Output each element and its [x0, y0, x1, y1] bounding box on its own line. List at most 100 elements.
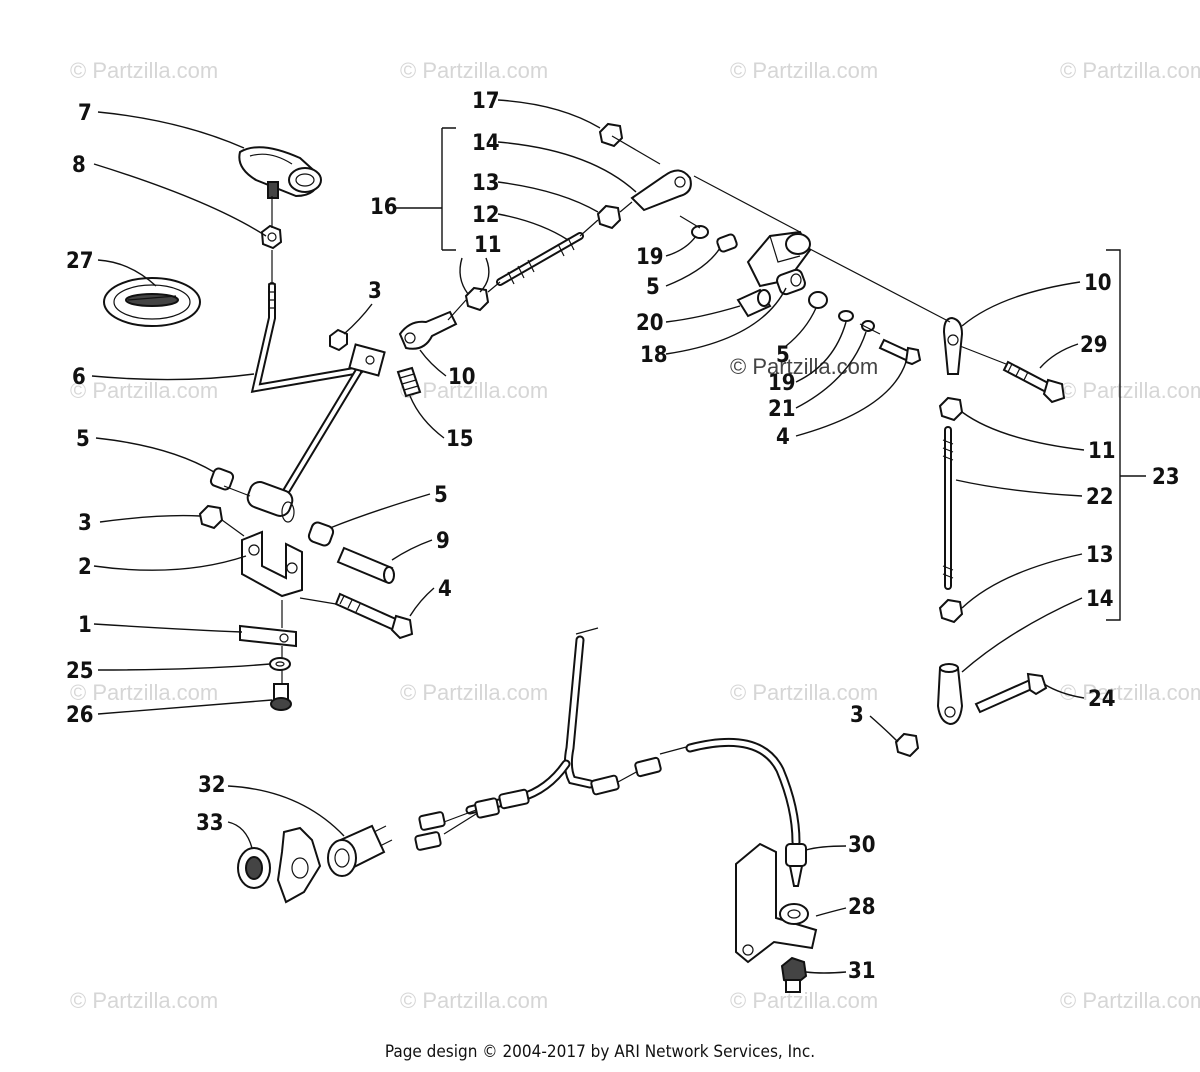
callout-label-5[interactable]: 5 — [646, 275, 660, 300]
bolt-4a-part[interactable] — [334, 592, 414, 640]
spacer-5a-part[interactable] — [209, 467, 235, 491]
ball-joint-top-part[interactable] — [630, 169, 692, 212]
callout-label-17[interactable]: 17 — [472, 89, 500, 114]
throttle-grip-part[interactable] — [238, 146, 322, 199]
bolt-4b-part[interactable] — [878, 338, 922, 366]
leader-line-13 — [961, 553, 1083, 609]
callout-label-4[interactable]: 4 — [776, 425, 790, 450]
spacer-5d-part[interactable] — [808, 291, 828, 309]
ball-joint-bottom-part[interactable] — [936, 663, 964, 726]
leader-line-7 — [97, 111, 245, 149]
handle-nut-part[interactable] — [260, 224, 283, 250]
callout-label-18[interactable]: 18 — [640, 343, 668, 368]
callout-label-28[interactable]: 28 — [848, 895, 876, 920]
kill-switch-harness-part[interactable] — [414, 627, 662, 851]
spacer-5c-part[interactable] — [716, 233, 738, 253]
leader-line-12 — [497, 213, 569, 241]
upper-rod-nut-part[interactable] — [464, 286, 490, 312]
callout-label-5[interactable]: 5 — [776, 343, 790, 368]
switch-32-part[interactable] — [327, 824, 393, 877]
grommet-part[interactable] — [103, 277, 201, 327]
nut-31-part[interactable] — [780, 956, 808, 993]
watermark-text: © Partzilla.com — [1060, 378, 1200, 403]
callout-label-10[interactable]: 10 — [448, 365, 476, 390]
callout-label-12[interactable]: 12 — [472, 203, 500, 228]
mounting-bracket-2-part[interactable] — [241, 530, 303, 598]
callout-label-19[interactable]: 19 — [636, 245, 664, 270]
switch-nut-33-part[interactable] — [237, 826, 322, 904]
callout-label-33[interactable]: 33 — [196, 811, 224, 836]
callout-label-19[interactable]: 19 — [768, 371, 796, 396]
ball-joint-left-part[interactable] — [398, 310, 458, 350]
callout-label-22[interactable]: 22 — [1086, 485, 1114, 510]
ball-joint-right-part[interactable] — [942, 316, 964, 375]
callout-label-13[interactable]: 13 — [472, 171, 500, 196]
callout-label-1[interactable]: 1 — [78, 613, 92, 638]
callout-label-16[interactable]: 16 — [370, 195, 398, 220]
lower-jam-nut-part[interactable] — [938, 598, 964, 624]
callout-label-24[interactable]: 24 — [1088, 687, 1116, 712]
right-rod-nut-part[interactable] — [938, 396, 964, 422]
callout-label-3[interactable]: 3 — [368, 279, 382, 304]
washer-21-part[interactable] — [861, 320, 875, 332]
lever-nut-part[interactable] — [329, 328, 348, 352]
callout-label-11[interactable]: 11 — [1088, 439, 1116, 464]
bolt-24-part[interactable] — [974, 672, 1048, 714]
callout-label-27[interactable]: 27 — [66, 249, 94, 274]
callout-label-31[interactable]: 31 — [848, 959, 876, 984]
callout-label-8[interactable]: 8 — [72, 153, 86, 178]
callout-label-21[interactable]: 21 — [768, 397, 796, 422]
callout-label-14[interactable]: 14 — [1086, 587, 1114, 612]
leader-line-18 — [665, 287, 787, 355]
leader-line-19 — [795, 321, 847, 383]
bellcrank-bracket-part[interactable] — [746, 230, 812, 288]
callout-label-23[interactable]: 23 — [1152, 465, 1180, 490]
bolt-29-part[interactable] — [1002, 360, 1066, 404]
leader-line-16 — [396, 127, 456, 251]
leader-line-4 — [409, 587, 435, 617]
callout-label-2[interactable]: 2 — [78, 555, 92, 580]
callout-label-3[interactable]: 3 — [78, 511, 92, 536]
callout-label-13[interactable]: 13 — [1086, 543, 1114, 568]
callout-label-7[interactable]: 7 — [78, 101, 92, 126]
callout-label-3[interactable]: 3 — [850, 703, 864, 728]
callout-label-20[interactable]: 20 — [636, 311, 664, 336]
callout-label-32[interactable]: 32 — [198, 773, 226, 798]
callout-label-26[interactable]: 26 — [66, 703, 94, 728]
callout-label-10[interactable]: 10 — [1084, 271, 1112, 296]
nut-3c-part[interactable] — [894, 732, 920, 758]
pivot-pin-9-part[interactable] — [336, 546, 395, 584]
screw-26-part[interactable] — [270, 683, 292, 711]
mount-plate-1-part[interactable] — [239, 624, 297, 648]
lever-screw-part[interactable] — [396, 366, 422, 398]
callout-label-11[interactable]: 11 — [474, 233, 502, 258]
lock-washer-25-part[interactable] — [269, 657, 291, 671]
callout-label-5[interactable]: 5 — [434, 483, 448, 508]
callout-label-15[interactable]: 15 — [446, 427, 474, 452]
nut-3b-part[interactable] — [198, 504, 224, 530]
throttle-lever-rod-part[interactable] — [250, 282, 386, 512]
bracket-28-part[interactable] — [735, 842, 818, 964]
callout-label-6[interactable]: 6 — [72, 365, 86, 390]
leader-line-3 — [869, 715, 899, 743]
upper-jam-nut-part[interactable] — [596, 204, 622, 230]
callout-label-29[interactable]: 29 — [1080, 333, 1108, 358]
upper-threaded-rod-part[interactable] — [496, 232, 584, 286]
bushing-20-part[interactable] — [736, 288, 772, 318]
callout-label-9[interactable]: 9 — [436, 529, 450, 554]
washer-19a-part[interactable] — [691, 225, 709, 239]
leader-line-26 — [97, 699, 273, 715]
callout-label-25[interactable]: 25 — [66, 659, 94, 684]
callout-label-30[interactable]: 30 — [848, 833, 876, 858]
callout-label-14[interactable]: 14 — [472, 131, 500, 156]
leader-line-14 — [497, 141, 637, 193]
callout-label-4[interactable]: 4 — [438, 577, 452, 602]
cable-30-part[interactable] — [659, 737, 807, 887]
pivot-bushing-18-part[interactable] — [775, 268, 806, 296]
washer-19b-part[interactable] — [838, 310, 854, 322]
callout-label-5[interactable]: 5 — [76, 427, 90, 452]
vertical-rod-22-part[interactable] — [942, 426, 954, 590]
pivot-tube-part[interactable] — [245, 479, 295, 523]
top-nut-part[interactable] — [598, 122, 624, 148]
spacer-5b-part[interactable] — [307, 521, 335, 547]
